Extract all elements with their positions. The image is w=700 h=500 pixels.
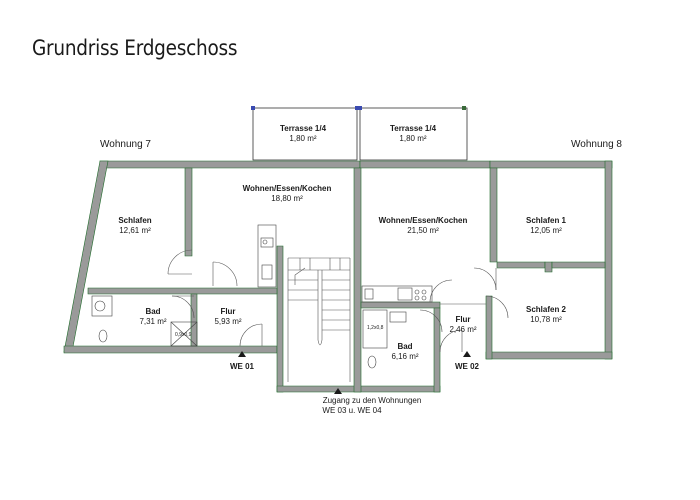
wall-schlafen1-2-c (551, 261, 606, 269)
room-area: 5,93 m² (214, 317, 242, 326)
kitchen-w8 (361, 285, 433, 303)
bath-fixtures-w7 (91, 295, 198, 347)
wall-schlafen1-2-b (544, 261, 553, 273)
room-flur-w7: Flur 5,93 m² (214, 307, 241, 327)
room-name: Wohnen/Essen/Kochen (378, 216, 468, 225)
bath-fixtures-w8 (362, 309, 407, 369)
terrace-corner-markers (251, 106, 466, 110)
wall-wohnen-schlafen1 (489, 167, 498, 263)
room-area: 2,46 m² (449, 325, 477, 334)
unit-label-wohnung-7: Wohnung 7 (100, 139, 151, 150)
door-wohnen-w7 (212, 261, 238, 287)
room-name: Bad (397, 342, 413, 351)
room-area: 1,80 m² (399, 134, 427, 143)
room-area: 7,31 m² (139, 317, 167, 326)
room-name: Terrasse 1/4 (279, 124, 327, 133)
wall-bottom-w8 (485, 351, 613, 360)
room-area: 18,80 m² (271, 194, 303, 203)
room-name: Wohnen/Essen/Kochen (242, 184, 332, 193)
room-name: Flur (455, 315, 471, 324)
wall-bad-flur (190, 293, 198, 347)
terrasse-right-outline (359, 107, 468, 161)
room-wohnen-w8: Wohnen/Essen/Kochen 21,50 m² (379, 216, 468, 236)
door-schlafen-w7 (167, 249, 193, 275)
room-wohnen-w7: Wohnen/Essen/Kochen 18,80 m² (243, 184, 332, 204)
entrance-arrow-we01 (238, 351, 246, 357)
wall-bottom-bad-w8 (359, 385, 441, 393)
room-terrasse-left: Terrasse 1/4 1,80 m² (280, 124, 326, 144)
door-schlafen1-w8 (473, 267, 497, 291)
kitchen-w7 (257, 224, 277, 288)
wall-top-w8-mid (359, 160, 491, 169)
wall-schlafen-bad (87, 287, 278, 295)
wall-bottom-w7 (63, 345, 278, 354)
door-wohnen-w8 (429, 279, 453, 303)
room-area: 1,80 m² (289, 134, 317, 143)
room-terrasse-right: Terrasse 1/4 1,80 m² (390, 124, 436, 144)
entrance-arrows (238, 351, 471, 394)
door-entry-w7 (239, 323, 263, 347)
room-name: Schlafen 1 (525, 216, 567, 225)
room-bad-w7: Bad 7,31 m² (139, 307, 166, 327)
room-schlafen1-w8: Schlafen 1 12,05 m² (526, 216, 566, 236)
wall-wohnen-bad (360, 301, 441, 309)
room-schlafen-w7: Schlafen 12,61 m² (118, 216, 151, 236)
entrance-arrow-access (334, 388, 342, 394)
entrance-label-we02: WE 02 (454, 362, 480, 371)
fixture-label-bath-w8: 1,2x0,8 (367, 325, 384, 331)
room-area: 6,16 m² (391, 352, 419, 361)
wall-stair-right (353, 167, 362, 393)
room-flur-w8: Flur 2,46 m² (449, 315, 476, 335)
staircase (287, 257, 351, 382)
room-area: 12,61 m² (119, 226, 151, 235)
page-title: Grundriss Erdgeschoss (32, 36, 238, 60)
wall-stair-left (276, 245, 284, 393)
room-area: 12,05 m² (530, 226, 562, 235)
room-schlafen2-w8: Schlafen 2 10,78 m² (526, 305, 566, 325)
room-name: Schlafen (118, 216, 152, 225)
door-schlafen2-w8 (485, 295, 509, 319)
wall-stair-bottom (276, 385, 361, 393)
wall-top-w7 (99, 160, 361, 169)
room-name: Terrasse 1/4 (389, 124, 437, 133)
wall-schlafen1-2-a (496, 261, 546, 269)
room-name: Bad (145, 307, 161, 316)
room-area: 10,78 m² (530, 315, 562, 324)
wall-flur-schlafen2 (485, 295, 493, 360)
wall-right-w8 (604, 160, 613, 360)
room-name: Flur (220, 307, 236, 316)
room-area: 21,50 m² (407, 226, 439, 235)
door-entry-w8 (439, 329, 463, 353)
door-bad-w8 (419, 309, 443, 333)
wall-top-w8-right (489, 160, 613, 169)
access-note-line2: WE 03 u. WE 04 (322, 406, 382, 415)
unit-label-wohnung-8: Wohnung 8 (571, 139, 622, 150)
entrance-arrow-we02 (463, 351, 471, 357)
access-note-line1: Zugang zu den Wohnungen (322, 396, 422, 405)
entrance-label-we01: WE 01 (229, 362, 255, 371)
terrasse-left-outline (252, 107, 358, 161)
room-bad-w8: Bad 6,16 m² (391, 342, 418, 362)
wall-left-slanted (63, 160, 109, 353)
fixture-label-shower-w7: 0,9x0,9 (175, 332, 192, 338)
wall-bad-flur-w8 (433, 307, 441, 393)
wall-schlafen-wohnen (184, 167, 193, 257)
room-name: Schlafen 2 (525, 305, 567, 314)
